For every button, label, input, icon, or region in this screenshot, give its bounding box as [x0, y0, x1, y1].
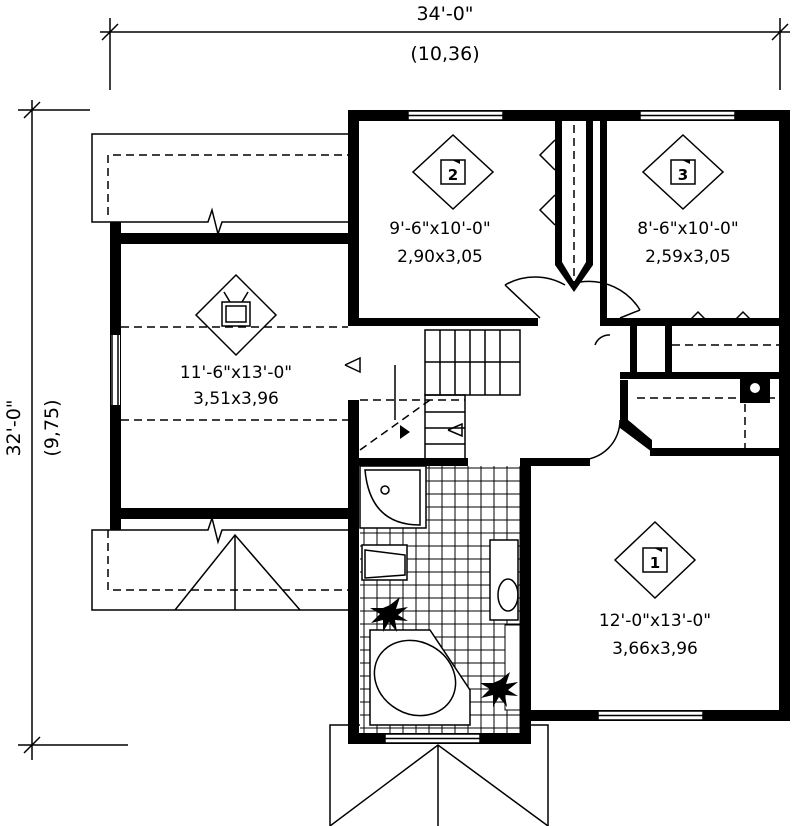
- room-size-imperial: 8'-6"x10'-0": [637, 219, 738, 239]
- bathtub: [369, 629, 471, 726]
- room-badge-diamond: [641, 133, 725, 211]
- tv-room: 11'-6"x13'-0" 3,51x3,96: [121, 273, 348, 421]
- width-metric: (10,36): [410, 43, 479, 65]
- plant-icon: [370, 597, 518, 707]
- room-size-metric: 2,59x3,05: [645, 247, 731, 267]
- depth-metric: (9,75): [41, 399, 63, 456]
- room-size-imperial: 11'-6"x13'-0": [180, 363, 292, 383]
- depth-imperial: 32'-0": [3, 399, 25, 456]
- width-dimension: 34'-0" (10,36): [100, 3, 790, 90]
- interior-walls: [348, 121, 780, 466]
- room-badge-diamond: [411, 133, 495, 211]
- bedroom-2: 2 9'-6"x10'-0" 2,90x3,05: [389, 133, 495, 267]
- room-badge-number: 1: [650, 554, 660, 572]
- closet-doors: [538, 125, 780, 448]
- room-badge-number: 3: [678, 166, 688, 184]
- room-badge-diamond: [613, 520, 697, 600]
- room-size-imperial: 12'-0"x13'-0": [599, 611, 711, 631]
- depth-dimension: 32'-0" (9,75): [3, 100, 128, 760]
- room-size-metric: 3,51x3,96: [193, 389, 279, 409]
- bedroom-1: 1 12'-0"x13'-0" 3,66x3,96: [599, 520, 711, 659]
- bedroom-3: 3 8'-6"x10'-0" 2,59x3,05: [637, 133, 739, 267]
- room-badge-number: 2: [448, 166, 458, 184]
- tv-icon: [221, 291, 251, 327]
- roof-overhang: [91, 133, 549, 826]
- width-imperial: 34'-0": [416, 3, 473, 25]
- room-size-imperial: 9'-6"x10'-0": [389, 219, 490, 239]
- bathroom: [359, 465, 521, 733]
- room-size-metric: 3,66x3,96: [612, 639, 698, 659]
- room-size-metric: 2,90x3,05: [397, 247, 483, 267]
- windows: [384, 110, 736, 744]
- room-badge-diamond: [194, 273, 278, 357]
- staircase: [344, 329, 521, 461]
